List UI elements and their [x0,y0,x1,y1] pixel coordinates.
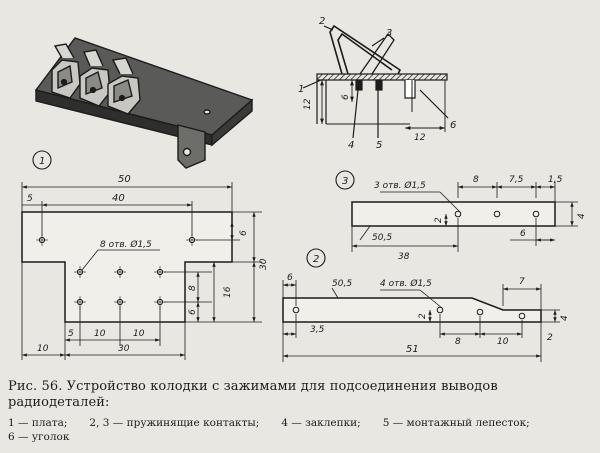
assembly-side-view [302,24,449,139]
dim-p2-7: 7 [519,277,525,287]
dim-p3-6: 6 [520,229,526,239]
callout-3: 3 [386,28,392,39]
legend-item-angle: 6 — уголок [8,431,70,443]
callout-1: 1 [298,84,304,95]
callout-2: 2 [319,16,325,27]
part1-labels: 1 8 отв. Ø1,5 50 40 5 6 30 16 8 6 5 10 1… [27,156,269,354]
part1-plate-drawing [21,150,262,360]
dim-p1-6b: 6 [188,309,198,315]
part3-labels: 3 3 отв. Ø1,5 8 7,5 1,5 2 4 50,5 38 6 [342,175,587,262]
dim-p3-4: 4 [577,213,587,219]
legend-item-rivets: 4 — заклепки; [281,417,361,429]
part2-contact-drawing [282,248,560,362]
part2-labels: 2 4 отв. Ø1,5 6 50,5 7 2 3,5 8 10 2 4 51 [287,254,570,355]
part3-holes-label: 3 отв. Ø1,5 [374,180,426,191]
dim-p2-6: 6 [287,273,293,283]
dim-p1-16: 16 [223,286,233,298]
dim-p1-5: 5 [68,329,74,339]
part2-number: 2 [313,254,319,265]
dim-assembly-12h: 12 [414,133,426,143]
legend-item-plate: 1 — плата; [8,417,68,429]
dim-p2-2a: 2 [418,313,428,319]
part3-contact-drawing [335,170,578,252]
dim-p1-30b: 30 [118,344,130,354]
dim-p3-1-5: 1,5 [548,175,563,185]
part1-number: 1 [39,156,45,167]
dim-assembly-6: 6 [341,94,351,100]
part1-holes-label: 8 отв. Ø1,5 [100,239,152,250]
technical-drawing: 1 2 3 4 5 6 12 6 12 [21,16,587,362]
dim-p3-7-5: 7,5 [509,175,524,185]
dim-p1-8: 8 [188,285,198,291]
dim-p3-8: 8 [473,175,479,185]
dim-p1-10c: 10 [37,344,49,354]
dim-p1-40: 40 [112,193,125,204]
dim-p1-10b: 10 [133,329,145,339]
assembly-labels: 1 2 3 4 5 6 12 6 12 [298,16,456,151]
callout-4: 4 [348,140,354,151]
dim-p2-8: 8 [455,337,461,347]
dim-p1-6a: 6 [239,230,249,236]
figure-caption: Рис. 56. Устройство колодки с зажимами д… [8,379,498,410]
dim-p2-4: 4 [560,315,570,321]
dim-p1-30: 30 [259,258,269,270]
dim-p3-2: 2 [434,217,444,223]
part3-number: 3 [342,176,348,187]
dim-p1-5top: 5 [27,194,33,204]
dim-p3-38: 38 [398,252,410,262]
dim-p2-2b: 2 [547,333,553,343]
dim-p3-50-5: 50,5 [372,233,392,243]
dim-p2-51: 51 [406,344,419,355]
legend-item-mounting-lug: 5 — монтажный лепесток; [382,417,530,429]
callout-6: 6 [450,120,456,131]
dim-p1-50: 50 [118,174,131,185]
dim-p2-10: 10 [497,337,509,347]
isometric-view [34,37,254,169]
part2-holes-label: 4 отв. Ø1,5 [380,278,432,289]
dim-assembly-12v: 12 [303,98,313,110]
dim-p2-50-5: 50,5 [332,279,352,289]
dim-p1-10a: 10 [94,329,106,339]
legend-item-spring-contacts: 2, 3 — пружинящие контакты; [89,417,260,429]
callout-5: 5 [376,140,382,151]
figure-legend: 1 — плата; 2, 3 — пружинящие контакты; 4… [8,416,594,444]
dim-p2-3-5: 3,5 [310,325,325,335]
